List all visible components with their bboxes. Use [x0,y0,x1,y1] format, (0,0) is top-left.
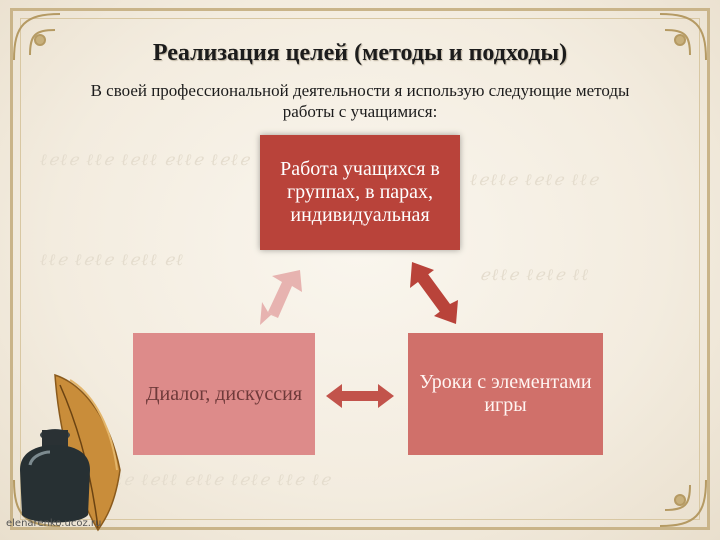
background-script: ℓℯℓℓℯ ℓℯℓℯ ℓℓℯ [470,172,600,189]
arrow-top-right [410,262,458,324]
slide-frame-inner [20,18,700,520]
arrow-left-right [326,384,394,408]
method-box-label: Уроки с элементами игры [419,371,592,416]
corner-ornament-icon [659,479,707,527]
arrow-top-left [260,270,302,325]
background-script: ℓℯℓℯ ℓℓℯ ℓℯℓℓ ℯℓℓℯ ℓℯℓℯ ℓℓℯ ℓℯ [60,472,332,489]
slide-subtitle: В своей профессиональной деятельности я … [90,81,630,121]
corner-ornament-icon [659,13,707,61]
watermark: elenarenko.ucoz.ru [6,518,102,529]
method-box-game-lessons: Уроки с элементами игры [408,333,603,455]
background-script: ℓℯℓℯ ℓℓℯ ℓℯℓℓ ℯℓℓℯ ℓℯℓℯ [40,152,252,169]
method-box-dialog: Диалог, дискуссия [133,333,315,455]
background-script: ℯℓℓℯ ℓℯℓℯ ℓℓ [480,267,590,284]
slide-title: Реализация целей (методы и подходы) [152,40,568,66]
corner-ornament-icon [13,13,61,61]
method-box-label: Работа учащихся в группах, в парах, инди… [280,158,440,226]
method-box-group-work: Работа учащихся в группах, в парах, инди… [260,135,460,250]
slide-frame [10,8,710,530]
method-box-label: Диалог, дискуссия [145,382,303,405]
inkwell-icon [20,429,90,523]
background-script: ℓℓℯ ℓℯℓℯ ℓℯℓℓ ℯℓ [40,252,185,269]
